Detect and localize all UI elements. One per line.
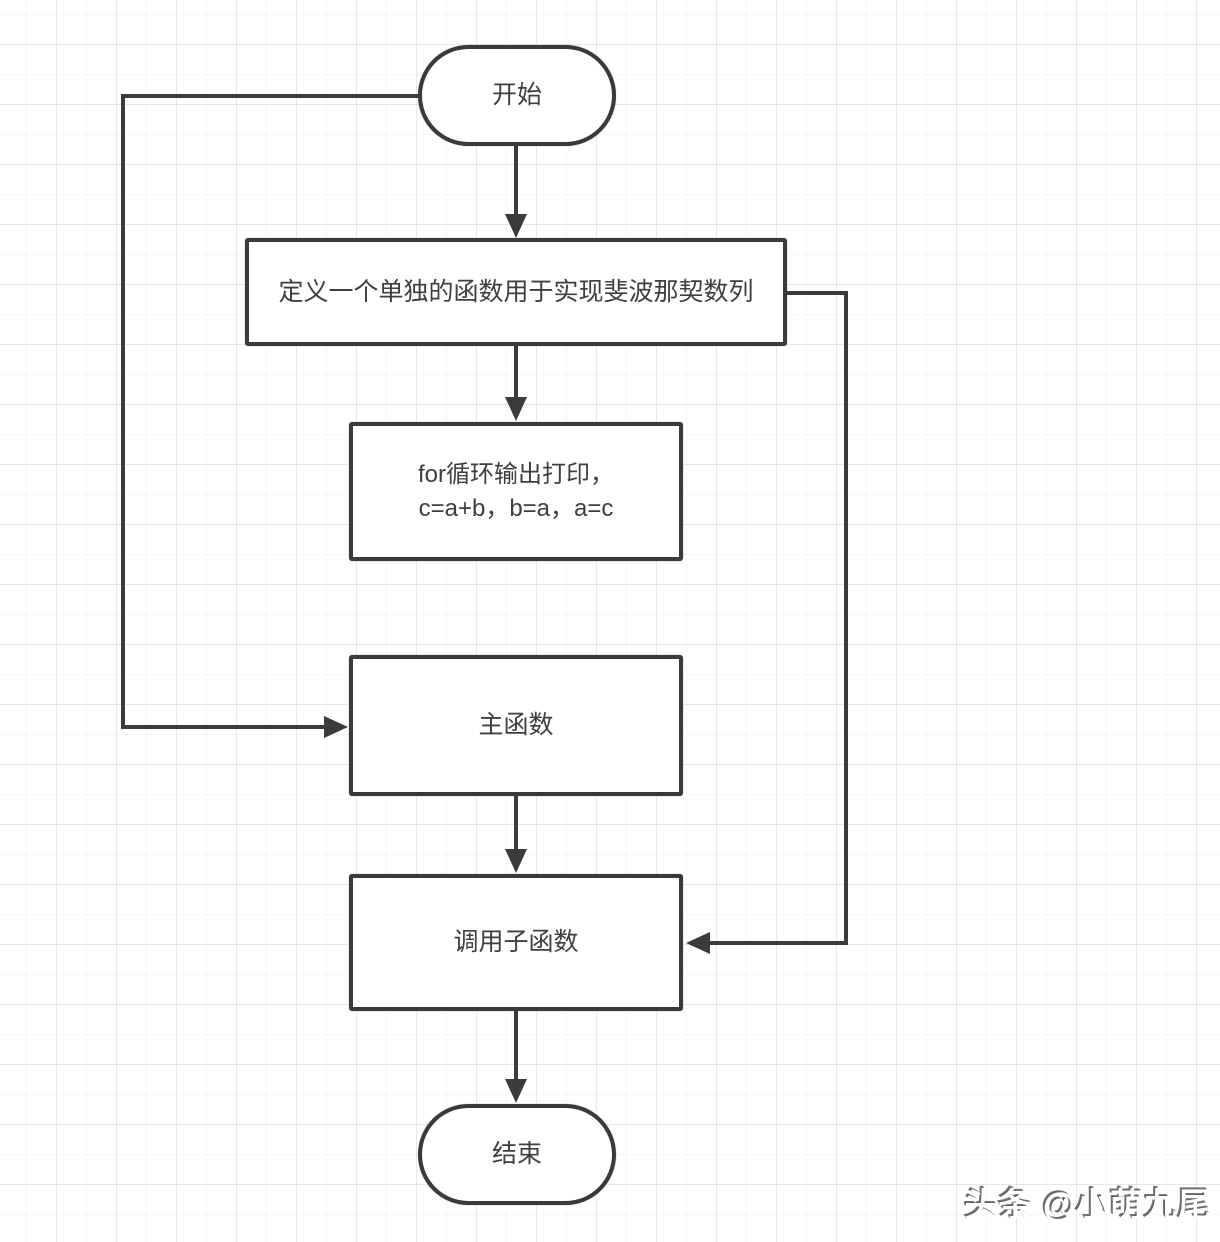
arrowhead-start-to-main [324,716,348,738]
node-start-label: 开始 [491,81,542,109]
node-define-function: 定义一个单独的函数用于实现斐波那契数列 [245,238,787,346]
node-end-label: 结束 [491,1140,542,1168]
arrowhead-start-to-define [505,214,527,238]
node-define-function-label: 定义一个单独的函数用于实现斐波那契数列 [278,277,754,306]
node-call-subfunction-label: 调用子函数 [453,928,579,956]
watermark: 头条 @小萌九尾 [964,1186,1212,1223]
node-for-loop: for循环输出打印， c=a+b，b=a，a=c [349,422,683,561]
node-start: 开始 [418,45,616,146]
node-main-function: 主函数 [349,655,683,796]
node-end: 结束 [418,1104,616,1205]
arrowhead-call-to-end [505,1079,527,1103]
arrowhead-define-to-forloop [505,397,527,421]
node-call-subfunction: 调用子函数 [349,874,683,1011]
node-for-loop-line2: c=a+b，b=a，a=c [418,494,614,522]
node-for-loop-line1: for循环输出打印， [417,460,614,488]
arrowhead-main-to-call [505,849,527,873]
node-main-function-label: 主函数 [478,711,554,739]
edge-define-to-call [708,291,848,945]
arrowhead-define-to-call [686,932,710,954]
edge-start-to-main [121,94,418,729]
